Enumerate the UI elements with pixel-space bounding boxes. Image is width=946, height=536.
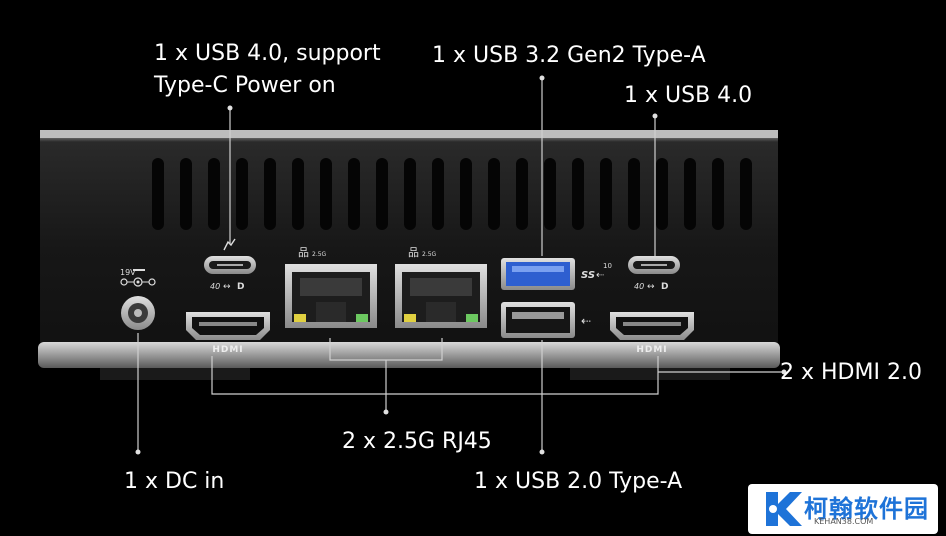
svg-text:SS: SS bbox=[581, 270, 595, 281]
svg-text:D: D bbox=[661, 282, 668, 292]
callout-usb32: 1 x USB 3.2 Gen2 Type-A bbox=[432, 43, 706, 68]
vent-slot bbox=[432, 158, 444, 230]
svg-text:⇠: ⇠ bbox=[596, 270, 605, 281]
callout-lines bbox=[137, 78, 784, 452]
watermark-name: 柯翰软件园 bbox=[804, 495, 929, 523]
dc-rating-label: 19V bbox=[120, 268, 136, 277]
lan-speed-left: 2.5G bbox=[312, 251, 327, 258]
hdmi-mark-right: HDMI bbox=[636, 345, 667, 355]
callout-usb4-power-line1: 1 x USB 4.0, support bbox=[154, 41, 381, 66]
usb40-mark-left: 40 bbox=[210, 282, 220, 291]
vent-slot bbox=[516, 158, 528, 230]
vent-grille bbox=[152, 158, 752, 230]
svg-text:D: D bbox=[237, 282, 244, 292]
callout-rj45: 2 x 2.5G RJ45 bbox=[342, 429, 492, 454]
svg-text:品: 品 bbox=[408, 246, 419, 259]
vent-slot bbox=[180, 158, 192, 230]
hdmi-port-right: HDMI bbox=[610, 312, 694, 355]
svg-text:↔: ↔ bbox=[647, 282, 655, 292]
rj45-port-right: 品 2.5G bbox=[395, 246, 487, 328]
svg-text:品: 品 bbox=[298, 246, 309, 259]
hdmi-mark-left: HDMI bbox=[212, 345, 243, 355]
vent-slot bbox=[600, 158, 612, 230]
usb-speed-mark: 10 bbox=[603, 262, 612, 270]
vent-slot bbox=[208, 158, 220, 230]
vent-slot bbox=[376, 158, 388, 230]
vent-slot bbox=[292, 158, 304, 230]
vent-slot bbox=[264, 158, 276, 230]
vent-slot bbox=[152, 158, 164, 230]
vent-slot bbox=[488, 158, 500, 230]
dc-in-port: 19V bbox=[120, 268, 156, 330]
usb20-type-a-port: ⇠ bbox=[501, 302, 591, 338]
vent-slot bbox=[348, 158, 360, 230]
callout-dots bbox=[135, 75, 787, 455]
vent-slot bbox=[236, 158, 248, 230]
vent-slot bbox=[460, 158, 472, 230]
hdmi-port-left: HDMI bbox=[186, 312, 270, 355]
callout-usb4-power-line2: Type-C Power on bbox=[154, 73, 336, 98]
lan-speed-right: 2.5G bbox=[422, 251, 437, 258]
vent-slot bbox=[628, 158, 640, 230]
usb4-port: 40 ↔ D bbox=[628, 256, 680, 292]
vent-slot bbox=[684, 158, 696, 230]
vent-slot bbox=[740, 158, 752, 230]
callout-dc-in: 1 x DC in bbox=[124, 469, 225, 494]
usb32-type-a-port: SS ⇠ 10 bbox=[501, 258, 612, 290]
svg-text:⇠: ⇠ bbox=[581, 314, 591, 328]
k-logo-icon bbox=[766, 492, 802, 526]
svg-text:↔: ↔ bbox=[223, 282, 231, 292]
vent-slot bbox=[712, 158, 724, 230]
watermark-url: KEHAN38.COM bbox=[814, 517, 874, 526]
vent-slot bbox=[572, 158, 584, 230]
usb40-mark-right: 40 bbox=[634, 282, 644, 291]
vent-slot bbox=[320, 158, 332, 230]
callout-hdmi: 2 x HDMI 2.0 bbox=[780, 360, 922, 385]
callout-usb4: 1 x USB 4.0 bbox=[624, 83, 753, 108]
vent-slot bbox=[656, 158, 668, 230]
usb4-power-port: 40 ↔ D bbox=[204, 238, 256, 292]
watermark-logo: 柯翰软件园 KEHAN38.COM bbox=[748, 484, 938, 534]
chassis bbox=[38, 130, 780, 380]
vent-slot bbox=[544, 158, 556, 230]
vent-slot bbox=[404, 158, 416, 230]
callout-usb20: 1 x USB 2.0 Type-A bbox=[474, 469, 683, 494]
rj45-port-left: 品 2.5G bbox=[285, 246, 377, 328]
